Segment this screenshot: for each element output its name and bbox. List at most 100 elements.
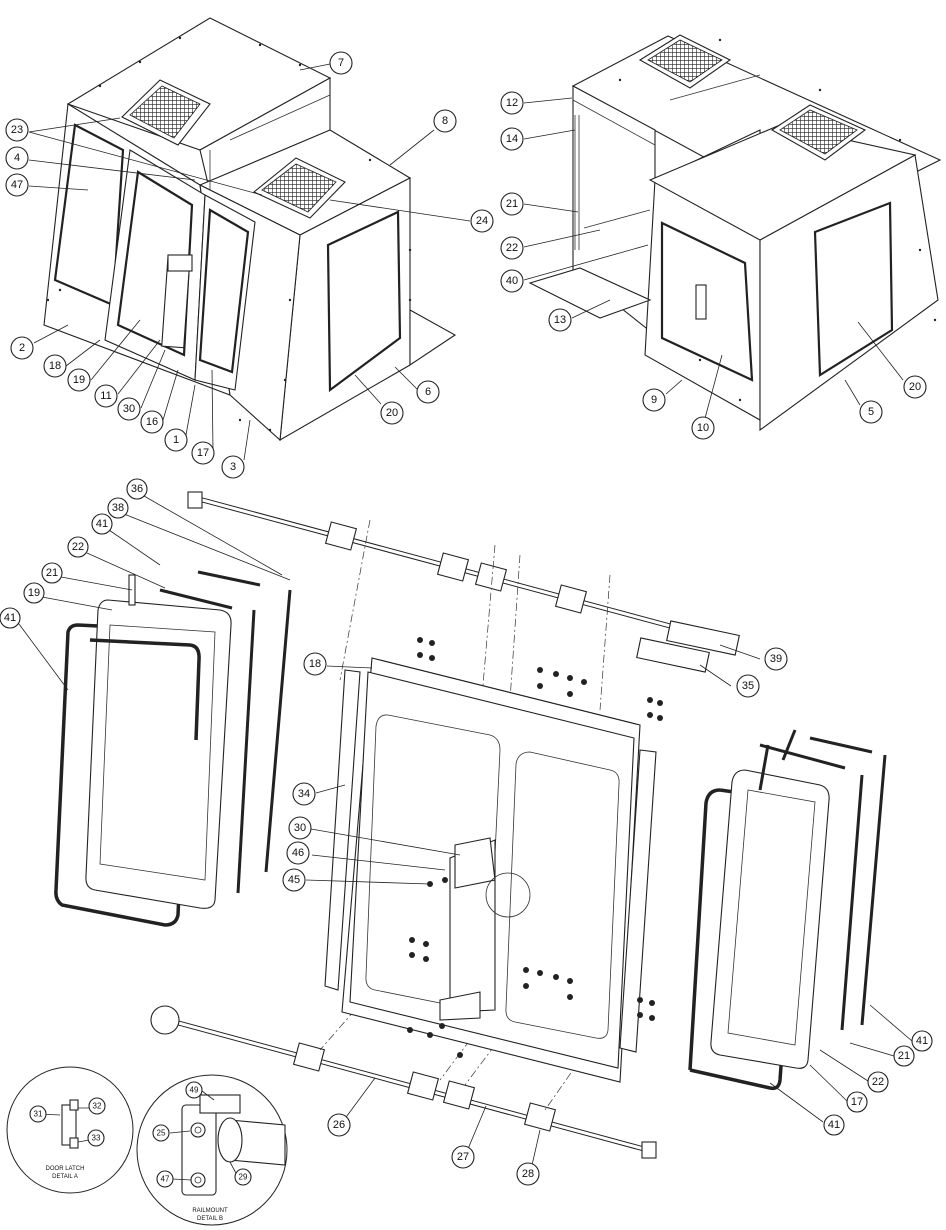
- svg-text:20: 20: [909, 381, 921, 393]
- callout-31: 31: [29, 1105, 47, 1123]
- callout-41b: 41: [0, 607, 21, 629]
- svg-text:13: 13: [554, 314, 566, 326]
- callout-46: 46: [286, 841, 310, 865]
- callout-23: 23: [5, 118, 29, 142]
- svg-text:23: 23: [11, 124, 23, 136]
- svg-text:30: 30: [294, 822, 306, 834]
- callout-35: 35: [736, 674, 760, 698]
- callout-28: 28: [516, 1162, 540, 1186]
- callout-3: 3: [221, 455, 245, 479]
- callout-1: 1: [164, 428, 188, 452]
- svg-text:41: 41: [4, 612, 16, 624]
- detail-b-caption-line1: RAILMOUNT: [192, 1208, 228, 1214]
- svg-text:31: 31: [34, 1110, 43, 1119]
- leader-lines: [15, 63, 913, 1181]
- svg-text:30: 30: [123, 403, 135, 415]
- callout-17: 17: [191, 441, 215, 465]
- svg-text:17: 17: [197, 447, 209, 459]
- svg-text:7: 7: [338, 57, 344, 69]
- callout-41: 41: [91, 513, 113, 535]
- callout-40: 40: [500, 269, 524, 293]
- callout-10: 10: [691, 416, 715, 440]
- detail-a-caption-line1: DOOR LATCH: [46, 1166, 85, 1172]
- svg-text:36: 36: [131, 483, 143, 495]
- callout-8: 8: [433, 109, 457, 133]
- svg-text:20: 20: [386, 407, 398, 419]
- svg-text:4: 4: [14, 152, 20, 164]
- detail-a-door-latch: [6, 1066, 134, 1194]
- svg-text:47: 47: [11, 179, 23, 191]
- svg-text:1: 1: [173, 434, 179, 446]
- callout-27: 27: [451, 1145, 475, 1169]
- callout-21b: 21: [41, 562, 63, 584]
- svg-text:27: 27: [457, 1151, 469, 1163]
- callout-5: 5: [859, 400, 883, 424]
- svg-text:38: 38: [112, 502, 124, 514]
- svg-text:18: 18: [309, 658, 321, 670]
- svg-text:5: 5: [868, 406, 874, 418]
- svg-text:21: 21: [506, 198, 518, 210]
- svg-text:22: 22: [72, 541, 84, 553]
- svg-text:35: 35: [742, 680, 754, 692]
- callout-4: 4: [5, 146, 29, 170]
- callout-19: 19: [67, 368, 91, 392]
- callout-24: 24: [470, 209, 494, 233]
- detail-b-railmount: [136, 1074, 288, 1226]
- svg-text:10: 10: [697, 422, 709, 434]
- svg-text:8: 8: [442, 115, 448, 127]
- callout-22: 22: [500, 236, 524, 260]
- svg-text:33: 33: [92, 1134, 101, 1143]
- callout-29: 29: [234, 1168, 252, 1186]
- callout-20: 20: [380, 401, 404, 425]
- detail-b-caption-line2: DETAIL B: [197, 1216, 223, 1222]
- svg-text:22: 22: [506, 242, 518, 254]
- callout-21: 21: [500, 192, 524, 216]
- svg-text:9: 9: [651, 394, 657, 406]
- detail-captions: DOOR LATCH DETAIL A RAILMOUNT DETAIL B: [46, 1166, 228, 1222]
- detail-a-caption-line2: DETAIL A: [52, 1174, 78, 1180]
- svg-text:28: 28: [522, 1168, 534, 1180]
- callout-20b: 20: [903, 375, 927, 399]
- callout-18b: 18: [303, 652, 327, 676]
- svg-text:18: 18: [49, 360, 61, 372]
- svg-text:41: 41: [916, 1035, 928, 1047]
- callout-26: 26: [327, 1113, 351, 1137]
- callout-balloons: 7 8 23 4 47 24 2 18 19 11 30 16 1 17 3 2…: [0, 51, 933, 1188]
- svg-text:19: 19: [73, 374, 85, 386]
- callout-11: 11: [94, 384, 118, 408]
- svg-text:45: 45: [288, 874, 300, 886]
- callout-2: 2: [10, 336, 34, 360]
- svg-text:21: 21: [898, 1050, 910, 1062]
- callout-30: 30: [117, 397, 141, 421]
- callout-13: 13: [548, 308, 572, 332]
- callout-41c: 41: [911, 1030, 933, 1052]
- svg-text:6: 6: [425, 386, 431, 398]
- callout-14: 14: [500, 127, 524, 151]
- callout-32: 32: [88, 1097, 106, 1115]
- svg-text:11: 11: [100, 390, 111, 402]
- svg-text:47: 47: [161, 1175, 170, 1184]
- svg-text:41: 41: [828, 1119, 840, 1131]
- svg-text:34: 34: [298, 788, 310, 800]
- svg-text:32: 32: [93, 1102, 102, 1111]
- rear-enclosure-view: [528, 34, 942, 432]
- callout-19b: 19: [23, 582, 45, 604]
- callout-22c: 22: [867, 1071, 889, 1093]
- svg-text:25: 25: [157, 1129, 166, 1138]
- svg-text:2: 2: [19, 342, 25, 354]
- callout-21c: 21: [893, 1045, 915, 1067]
- svg-text:14: 14: [506, 133, 518, 145]
- svg-text:12: 12: [506, 97, 518, 109]
- callout-17b: 17: [846, 1091, 868, 1113]
- callout-16: 16: [140, 410, 164, 434]
- svg-text:41: 41: [96, 518, 108, 530]
- exploded-door-assembly: [54, 491, 887, 1159]
- front-enclosure-view: [43, 17, 457, 442]
- callout-9: 9: [642, 388, 666, 412]
- callout-39: 39: [764, 647, 788, 671]
- svg-text:46: 46: [292, 847, 304, 859]
- svg-text:19: 19: [28, 587, 40, 599]
- svg-text:24: 24: [476, 215, 488, 227]
- svg-text:16: 16: [146, 416, 158, 428]
